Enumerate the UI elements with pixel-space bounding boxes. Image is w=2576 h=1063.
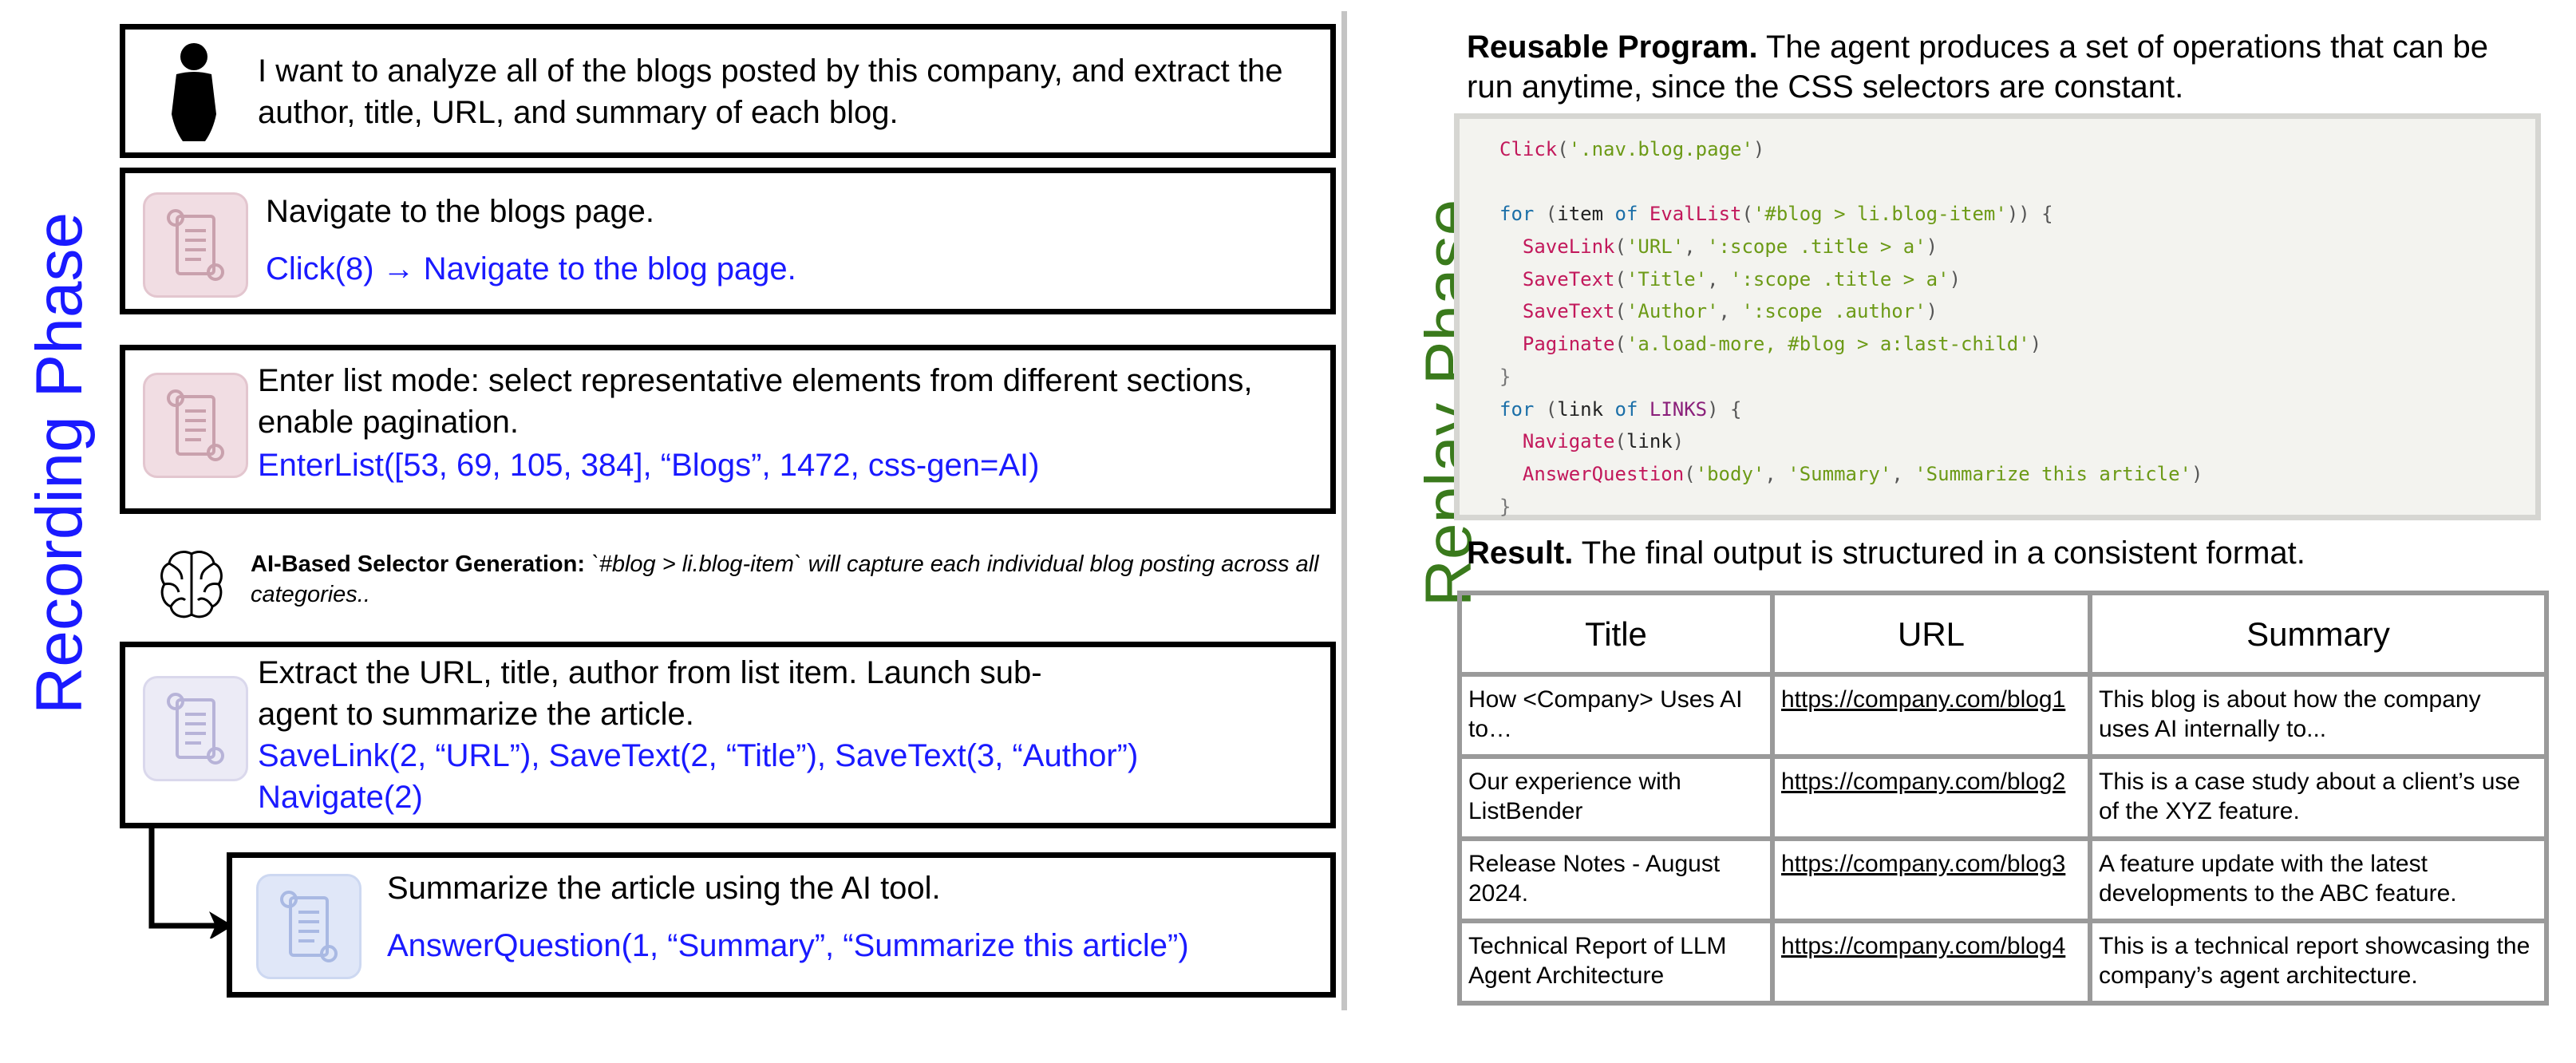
recording-phase-label: Recording Phase (23, 211, 96, 714)
result-caption: Result. The final output is structured i… (1467, 533, 2536, 573)
ai-selector-heading: AI-Based Selector Generation: (251, 551, 585, 577)
result-heading: Result. (1467, 535, 1574, 571)
code-line: Paginate('a.load-more, #blog > a:last-ch… (1522, 333, 2042, 356)
cell-title: How <Company> Uses AI to… (1457, 672, 1775, 759)
step-navigate-box: Navigate to the blogs page. Click(8) → N… (120, 168, 1336, 314)
code-line: for (item of EvalList('#blog > li.blog-i… (1499, 203, 2053, 226)
step-enter-list-action: EnterList([53, 69, 105, 384], “Blogs”, 1… (258, 448, 1040, 483)
code-line: SaveText('Title', ':scope .title > a') (1522, 267, 1962, 290)
result-text: The final output is structured in a cons… (1573, 535, 2305, 571)
step-enter-list-icon-bg (143, 373, 248, 478)
cell-title: Our experience with ListBender (1457, 754, 1775, 841)
user-request-box: I want to analyze all of the blogs poste… (120, 24, 1336, 158)
code-line: SaveText('Author', ':scope .author') (1522, 300, 1938, 323)
table-row: Release Notes - August 2024. https://com… (1457, 836, 2549, 923)
result-table-header: Title URL Summary (1457, 591, 2549, 677)
step-navigate-description: Navigate to the blogs page. (266, 194, 655, 229)
cell-title: Technical Report of LLM Agent Architectu… (1457, 919, 1775, 1006)
phase-divider (1341, 11, 1347, 1010)
column-header-summary: Summary (2088, 591, 2549, 677)
code-line: } (1499, 495, 1511, 518)
code-line: AnswerQuestion('body', 'Summary', 'Summa… (1522, 462, 2203, 485)
cell-summary: This blog is about how the company uses … (2088, 672, 2549, 759)
step-enter-list-description: Enter list mode: select representative e… (258, 363, 1253, 440)
reusable-program-heading: Reusable Program. (1467, 30, 1758, 65)
brain-icon (160, 551, 223, 618)
step-summarize-box: Summarize the article using the AI tool.… (227, 852, 1336, 998)
code-line: Click('.nav.blog.page') (1499, 138, 1765, 160)
cell-url-link[interactable]: https://company.com/blog4 (1770, 919, 2092, 1006)
cell-title: Release Notes - August 2024. (1457, 836, 1775, 923)
ai-selector-body: `#blog > li.blog-item` will capture each… (251, 551, 1319, 607)
step-extract-icon-bg (143, 676, 248, 781)
code-line: for (link of LINKS) { (1499, 397, 1742, 421)
step-summarize-description: Summarize the article using the AI tool. (387, 871, 941, 906)
result-table: Title URL Summary How <Company> Uses AI … (1457, 591, 2549, 1006)
code-line: Navigate(link) (1522, 430, 1685, 453)
sub-agent-connector-arrow (148, 827, 233, 939)
table-row: How <Company> Uses AI to… https://compan… (1457, 672, 2549, 759)
step-summarize-icon-bg (256, 874, 362, 979)
table-row: Technical Report of LLM Agent Architectu… (1457, 919, 2549, 1006)
code-line (1499, 166, 2535, 199)
scroll-icon (167, 389, 224, 461)
cell-url-link[interactable]: https://company.com/blog3 (1770, 836, 2092, 923)
cell-url-link[interactable]: https://company.com/blog2 (1770, 754, 2092, 841)
code-line: SaveLink('URL', ':scope .title > a') (1522, 235, 1938, 259)
column-header-title: Title (1457, 591, 1775, 677)
step-navigate-icon-bg (143, 192, 248, 298)
person-icon (172, 43, 216, 141)
reusable-program-code: Click('.nav.blog.page') for (item of Eva… (1454, 113, 2541, 520)
reusable-program-caption: Reusable Program. The agent produces a s… (1467, 27, 2536, 107)
ai-selector-note: AI-Based Selector Generation: `#blog > l… (251, 549, 1320, 610)
step-extract-description: Extract the URL, title, author from list… (258, 655, 1042, 732)
step-navigate-action: Click(8) → Navigate to the blog page. (266, 251, 796, 286)
scroll-icon (167, 693, 224, 765)
scroll-icon (167, 209, 224, 281)
cell-url-link[interactable]: https://company.com/blog1 (1770, 672, 2092, 759)
user-request-text: I want to analyze all of the blogs poste… (258, 53, 1283, 130)
cell-summary: This is a case study about a client’s us… (2088, 754, 2549, 841)
step-summarize-action: AnswerQuestion(1, “Summary”, “Summarize … (387, 928, 1189, 963)
step-enter-list-box: Enter list mode: select representative e… (120, 345, 1336, 514)
step-extract-action: SaveLink(2, “URL”), SaveText(2, “Title”)… (258, 738, 1139, 815)
cell-summary: A feature update with the latest develop… (2088, 836, 2549, 923)
table-row: Our experience with ListBender https://c… (1457, 754, 2549, 841)
column-header-url: URL (1770, 591, 2092, 677)
code-line: } (1499, 365, 1511, 388)
cell-summary: This is a technical report showcasing th… (2088, 919, 2549, 1006)
step-extract-box: Extract the URL, title, author from list… (120, 642, 1336, 828)
reusable-program-text: The agent produces a set of operations t… (1467, 30, 2489, 105)
scroll-icon (280, 891, 338, 962)
